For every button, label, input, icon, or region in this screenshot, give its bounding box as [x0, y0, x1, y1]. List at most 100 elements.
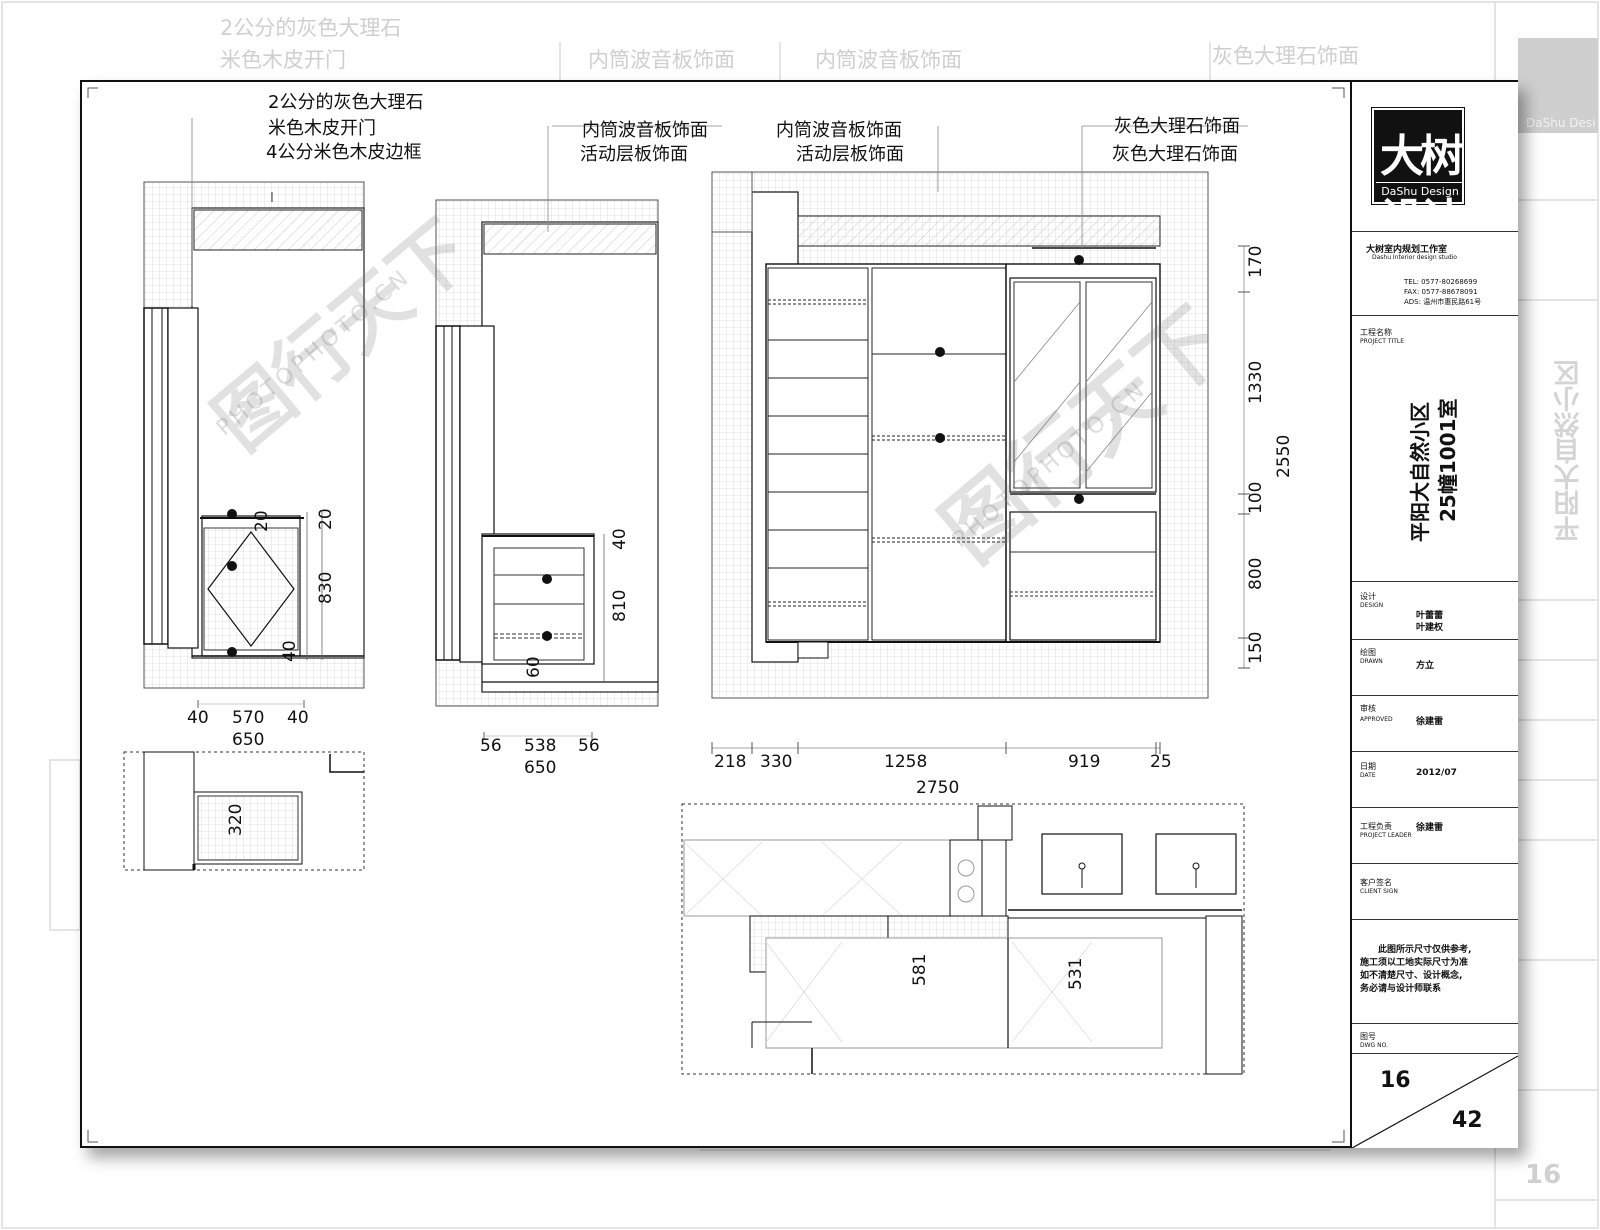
tb-client-row — [1352, 864, 1518, 920]
date-value: 2012/07 — [1416, 768, 1457, 778]
ghost-project-name: 平阳大自然小区 — [1554, 360, 1584, 542]
view3-dim-v-total: 2550 — [1274, 434, 1294, 478]
ghost-label: 2公分的灰色大理石 — [220, 16, 402, 40]
view3-dim-v: 800 — [1246, 557, 1266, 590]
designer-1: 叶蕾蕾 — [1416, 611, 1444, 621]
view3-dim-h: 1258 — [884, 752, 928, 772]
view2-dim-total: 650 — [524, 758, 557, 778]
tb-dwg-row — [1352, 1024, 1518, 1054]
view3-elevation — [711, 171, 1250, 754]
approved-label: 审核 — [1360, 704, 1376, 713]
view2-dim-v: 810 — [610, 589, 630, 622]
leader-name: 徐建雷 — [1416, 823, 1444, 833]
tb-disclaimer-row — [1352, 920, 1518, 1024]
tb-logo-row — [1352, 82, 1518, 232]
view3-plan-dim: 531 — [1066, 957, 1086, 990]
studio-tel: TEL: 0577-80268699 — [1404, 278, 1478, 286]
date-label: 日期 — [1360, 762, 1376, 771]
drawn-label: 绘图 — [1360, 648, 1376, 657]
disclaimer-line: 如不清楚尺寸、设计概念, — [1360, 971, 1463, 982]
view2-note: 活动层板饰面 — [580, 144, 688, 165]
view2-dim-v: 60 — [524, 656, 544, 678]
view1-plan — [123, 751, 365, 871]
studio-name: 大树室内规划工作室 — [1366, 245, 1448, 255]
ghost-label: 内筒波音板饰面 — [588, 48, 735, 72]
view1-dim-v: 40 — [280, 640, 300, 662]
disclaimer-line: 此图所示尺寸仅供参考, — [1378, 945, 1472, 955]
ghost-label: 米色木皮开门 — [220, 48, 346, 72]
view2-elevation — [435, 199, 659, 740]
disclaimer: 此图所示尺寸仅供参考, 施工须以工地实际尺寸为准 如不清楚尺寸、设计概念, 务必… — [1360, 944, 1471, 996]
designer-2: 叶建权 — [1416, 623, 1444, 633]
design-label: 设计 — [1360, 592, 1376, 601]
client-label: 客户签名 — [1360, 878, 1392, 887]
sheet-number: 16 — [1380, 1068, 1411, 1093]
studio-logo: 大树设计 DaShu Design — [1371, 107, 1465, 246]
tb-drawn-row — [1352, 640, 1518, 696]
view1-note: 米色木皮开门 — [268, 118, 376, 139]
tb-studio-row — [1352, 232, 1518, 316]
view2-note: 内筒波音板饰面 — [582, 120, 708, 141]
drawn-by: 方立 — [1416, 661, 1435, 671]
view3-plan — [681, 803, 1245, 1075]
view3-dim-h: 25 — [1150, 752, 1172, 772]
project-title-label: 工程名称 — [1360, 328, 1392, 337]
drawing-sheet: 图行天下 PHOTOPHOTO.CN 图行天下 PHOTOPHOTO.CN 2公… — [80, 80, 1518, 1148]
leader-label-en: PROJECT LEADER — [1360, 832, 1412, 839]
view3-dim-total: 2750 — [916, 778, 960, 798]
disclaimer-line: 务必请与设计师联系 — [1360, 984, 1442, 995]
design-label-en: DESIGN — [1360, 602, 1384, 609]
sheet-number-divider — [1352, 1055, 1518, 1148]
view3-dim-v: 1330 — [1246, 360, 1266, 404]
ghost-label: 灰色大理石饰面 — [1212, 44, 1359, 68]
ghost-sheet-number: 16 — [1525, 1160, 1562, 1190]
drawing-linework — [87, 87, 1345, 1143]
title-block: 大树设计 DaShu Design 大树室内规划工作室 Dashu Interi… — [1350, 82, 1518, 1148]
tb-approved-row — [1352, 696, 1518, 752]
view3-note-right: 灰色大理石饰面 — [1114, 116, 1240, 137]
ghost-brand: DaShu Desi — [1526, 116, 1596, 130]
studio-address: ADS: 温州市惠民路61号 — [1404, 298, 1482, 306]
view1-dim-total: 650 — [232, 730, 265, 750]
date-label-en: DATE — [1360, 772, 1376, 779]
logo-caption: DaShu Design — [1376, 182, 1464, 198]
view3-dim-v: 150 — [1246, 631, 1266, 664]
disclaimer-line: 施工须以工地实际尺寸为准 — [1360, 958, 1469, 969]
approved-label-en: APPROVED — [1360, 716, 1393, 723]
view2-dim-h: 538 — [524, 736, 557, 756]
view3-note-right: 灰色大理石饰面 — [1112, 144, 1238, 165]
view1-dim-v: 20 — [252, 510, 272, 532]
view3-dim-h: 919 — [1068, 752, 1101, 772]
tb-leader-row — [1352, 808, 1518, 864]
view3-note: 活动层板饰面 — [796, 144, 904, 165]
studio-fax: FAX: 0577-88678091 — [1404, 288, 1478, 296]
view1-dim-v: 20 — [316, 508, 336, 530]
approved-by: 徐建雷 — [1416, 717, 1444, 727]
view2-dim-v: 40 — [610, 528, 630, 550]
ghost-label: 内筒波音板饰面 — [815, 48, 962, 72]
view2-dim-h: 56 — [480, 736, 502, 756]
view2-dim-h: 56 — [578, 736, 600, 756]
view3-dim-h: 330 — [760, 752, 793, 772]
sheet-total: 42 — [1452, 1108, 1483, 1133]
tb-date-row — [1352, 752, 1518, 808]
drawn-label-en: DRAWN — [1360, 658, 1383, 665]
tb-design-row — [1352, 582, 1518, 640]
view1-elevation — [143, 181, 365, 708]
client-label-en: CLIENT SIGN — [1360, 888, 1398, 895]
view3-dim-v: 170 — [1246, 245, 1266, 278]
dwg-label-en: DWG NO. — [1360, 1042, 1388, 1049]
dwg-label: 图号 — [1360, 1032, 1376, 1041]
logo-glyph: 大树设计 — [1380, 131, 1464, 246]
view1-dim-h: 570 — [232, 708, 265, 728]
view1-dim-v: 830 — [316, 571, 336, 604]
view1-dim-h: 40 — [187, 708, 209, 728]
view3-dim-h: 218 — [714, 752, 747, 772]
view1-plan-dim: 320 — [226, 803, 246, 836]
view3-note: 内筒波音板饰面 — [776, 120, 902, 141]
tb-project-row — [1352, 316, 1518, 582]
view1-note: 4公分米色木皮边框 — [266, 142, 422, 163]
view1-dim-h: 40 — [287, 708, 309, 728]
